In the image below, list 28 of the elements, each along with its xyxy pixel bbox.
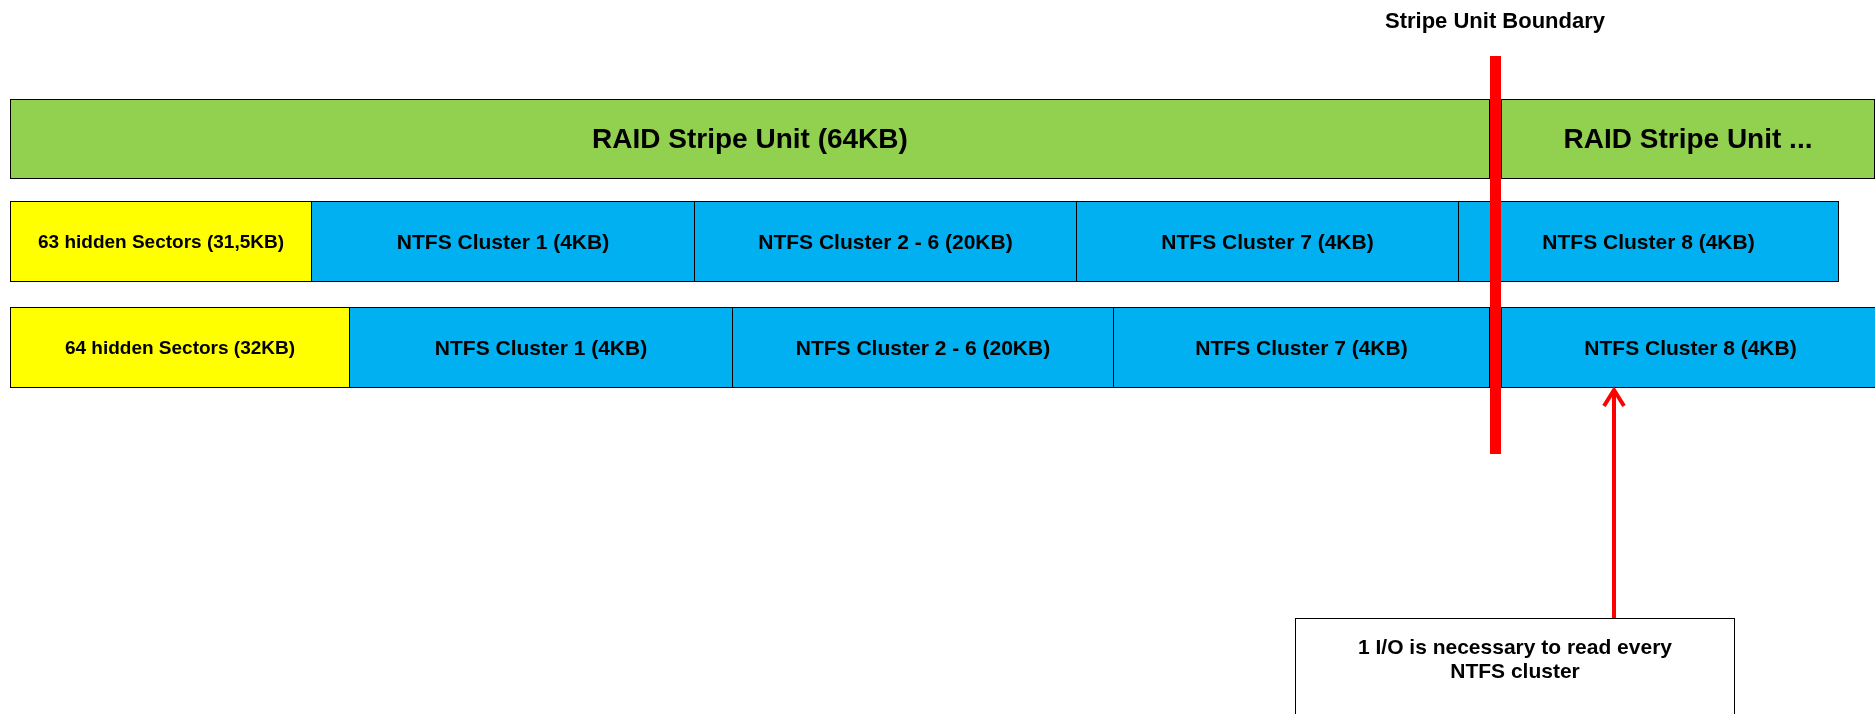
cluster-box (1113, 307, 1490, 388)
stripe-unit-bar (1501, 99, 1875, 179)
stripe-unit-bar (10, 99, 1490, 179)
box-label: NTFS Cluster 8 (4KB) (1584, 335, 1797, 360)
box-label: NTFS Cluster 1 (4KB) (396, 229, 610, 254)
box-label: RAID Stripe Unit (64KB) (592, 123, 908, 155)
arrow (1602, 388, 1626, 618)
box-label: NTFS Cluster 7 (4KB) (1161, 229, 1374, 254)
box-label: 64 hidden Sectors (32KB) (64, 336, 296, 359)
cluster-box (1076, 201, 1459, 282)
box-label: NTFS Cluster 1 (4KB) (434, 335, 648, 360)
cluster-box (1458, 201, 1839, 282)
cluster-box (732, 307, 1114, 388)
box-label: NTFS Cluster 7 (4KB) (1195, 335, 1408, 360)
box-label: 63 hidden Sectors (31,5KB) (38, 230, 284, 253)
cluster-box (1501, 307, 1875, 388)
boundary-label: Stripe Unit Boundary (1384, 8, 1606, 34)
box-label: NTFS Cluster 8 (4KB) (1542, 229, 1755, 254)
box-label: RAID Stripe Unit ... (1563, 123, 1813, 155)
cluster-box (311, 201, 695, 282)
callout-box (1295, 618, 1735, 714)
box-label: NTFS Cluster 2 - 6 (20KB) (795, 335, 1051, 360)
hidden-sectors-box (10, 307, 350, 388)
callout-text: 1 I/O is necessary to read every NTFS cluster (1357, 635, 1673, 683)
cluster-box (694, 201, 1077, 282)
hidden-sectors-box (10, 201, 312, 282)
cluster-box (349, 307, 733, 388)
box-label: NTFS Cluster 2 - 6 (20KB) (758, 229, 1013, 254)
